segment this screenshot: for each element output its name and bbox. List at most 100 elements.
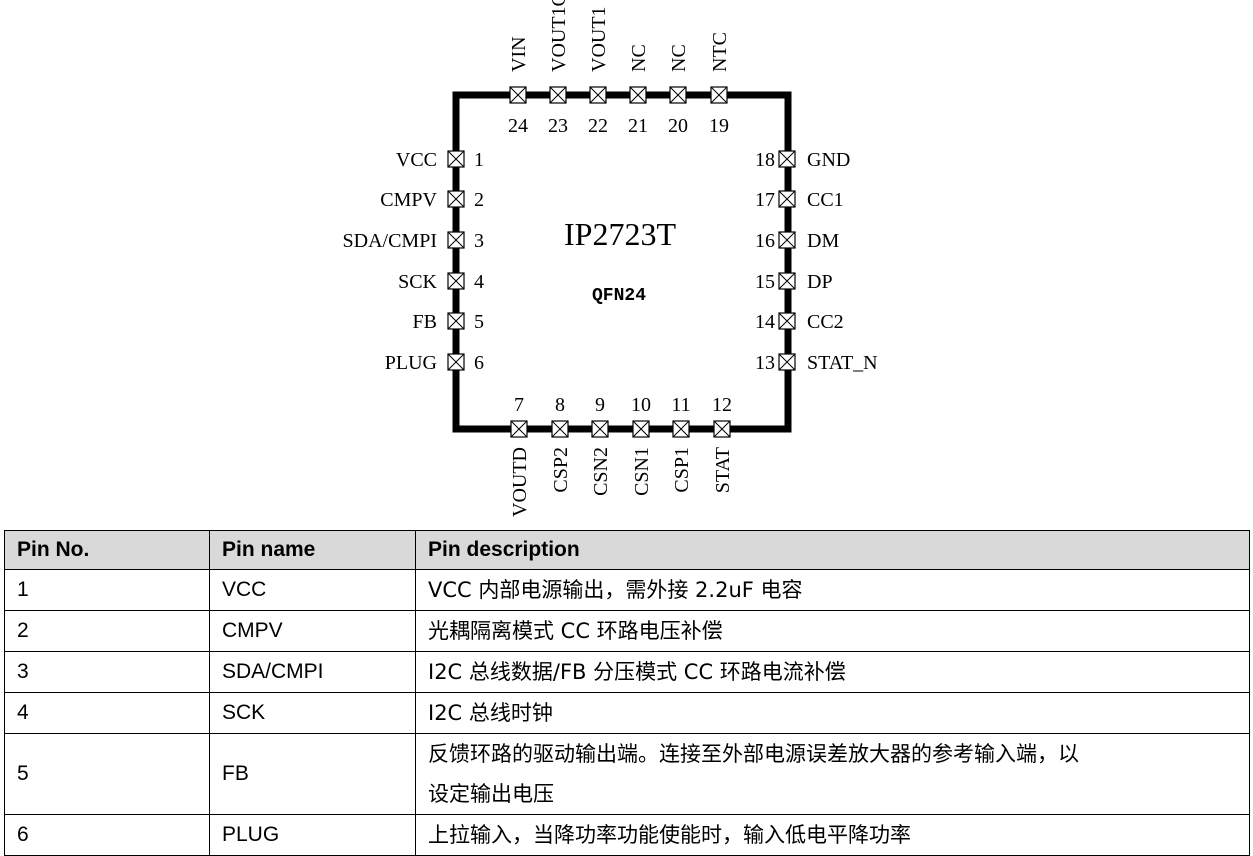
pin-name-label: STAT bbox=[712, 447, 734, 493]
pin-pad-cross bbox=[510, 420, 528, 438]
pin-pad-cross bbox=[629, 86, 647, 104]
pin-pad-cross bbox=[778, 272, 796, 290]
pin-pad-cross bbox=[778, 150, 796, 168]
pin-pad-cross bbox=[672, 420, 690, 438]
pin-name-label: CSP1 bbox=[671, 447, 693, 493]
table-row: 5 FB 反馈环路的驱动输出端。连接至外部电源误差放大器的参考输入端，以设定输出… bbox=[4, 733, 1250, 815]
pin-name-label: CSN2 bbox=[590, 447, 612, 496]
package-type: QFN24 bbox=[592, 286, 646, 306]
pin-name-label: NC bbox=[668, 44, 690, 72]
header-pin-no: Pin No. bbox=[4, 530, 210, 570]
pin-number-label: 12 bbox=[712, 394, 732, 416]
pin-number-label: 23 bbox=[548, 115, 568, 137]
pin-name-label: CSN1 bbox=[631, 447, 653, 496]
pin-name-label: CC1 bbox=[807, 189, 844, 211]
pin-number-label: 18 bbox=[755, 149, 775, 171]
pin-pad-cross bbox=[447, 312, 465, 330]
pin-name-label: CMPV bbox=[380, 189, 437, 211]
pin-name-label: VOUT1G bbox=[548, 0, 570, 72]
pin-number-label: 21 bbox=[628, 115, 648, 137]
pin-name-label: VIN bbox=[508, 36, 530, 72]
pin-number-label: 17 bbox=[755, 189, 775, 211]
pin-name-label: SCK bbox=[398, 271, 437, 293]
pin-name-cell: CMPV bbox=[209, 610, 416, 652]
pin-description-cell: VCC 内部电源输出，需外接 2.2uF 电容 bbox=[415, 569, 1250, 611]
pin-number-label: 2 bbox=[474, 189, 484, 211]
pin-name-label: NTC bbox=[709, 32, 731, 72]
pin-number-label: 3 bbox=[474, 230, 484, 252]
pin-number-label: 7 bbox=[514, 394, 524, 416]
pin-pad-cross bbox=[447, 353, 465, 371]
pin-name-label: VOUT1 bbox=[588, 6, 610, 72]
pin-description-cell: 上拉输入，当降功率功能使能时，输入低电平降功率 bbox=[415, 814, 1250, 856]
pin-name-label: GND bbox=[807, 149, 850, 171]
pin-name-cell: PLUG bbox=[209, 814, 416, 856]
pin-no-cell: 4 bbox=[4, 692, 210, 734]
pin-number-label: 6 bbox=[474, 352, 484, 374]
pin-name-cell: FB bbox=[209, 733, 416, 815]
header-pin-description: Pin description bbox=[415, 530, 1250, 570]
pin-name-label: PLUG bbox=[385, 352, 437, 374]
pin-pad-cross bbox=[632, 420, 650, 438]
pin-pad-cross bbox=[778, 231, 796, 249]
pinout-diagram: IP2723T QFN24 24VIN23VOUT1G22VOUT121NC20… bbox=[343, 0, 878, 517]
pin-name-label: VOUTD bbox=[509, 447, 531, 517]
table-row: 3 SDA/CMPI I2C 总线数据/FB 分压模式 CC 环路电流补偿 bbox=[4, 651, 1250, 693]
pin-pad-cross bbox=[447, 272, 465, 290]
pin-description-cell: I2C 总线时钟 bbox=[415, 692, 1250, 734]
description-line: 反馈环路的驱动输出端。连接至外部电源误差放大器的参考输入端，以 bbox=[428, 742, 1079, 766]
pin-number-label: 5 bbox=[474, 311, 484, 333]
pin-name-label: STAT_N bbox=[807, 352, 878, 374]
table-row: 2 CMPV 光耦隔离模式 CC 环路电压补偿 bbox=[4, 610, 1250, 652]
table-row: 1 VCC VCC 内部电源输出，需外接 2.2uF 电容 bbox=[4, 569, 1250, 611]
pin-name-cell: VCC bbox=[209, 569, 416, 611]
pin-pad-cross bbox=[778, 312, 796, 330]
table-header-row: Pin No. Pin name Pin description bbox=[4, 530, 1250, 570]
pin-name-label: CC2 bbox=[807, 311, 844, 333]
pin-pad-cross bbox=[509, 86, 527, 104]
pin-description-cell: I2C 总线数据/FB 分压模式 CC 环路电流补偿 bbox=[415, 651, 1250, 693]
pin-number-label: 19 bbox=[709, 115, 729, 137]
header-pin-name: Pin name bbox=[209, 530, 416, 570]
table-row: 6 PLUG 上拉输入，当降功率功能使能时，输入低电平降功率 bbox=[4, 814, 1250, 856]
pin-pad-cross bbox=[778, 190, 796, 208]
pin-pad-cross bbox=[447, 150, 465, 168]
pin-name-label: CSP2 bbox=[550, 447, 572, 493]
description-line: 设定输出电压 bbox=[428, 782, 554, 806]
chip-body bbox=[452, 91, 792, 433]
pin-number-label: 4 bbox=[474, 271, 484, 293]
pin-name-cell: SDA/CMPI bbox=[209, 651, 416, 693]
pin-name-cell: SCK bbox=[209, 692, 416, 734]
pin-name-label: NC bbox=[628, 44, 650, 72]
pin-description-cell: 反馈环路的驱动输出端。连接至外部电源误差放大器的参考输入端，以设定输出电压 bbox=[415, 733, 1250, 815]
pin-name-label: DM bbox=[807, 230, 839, 252]
pin-no-cell: 2 bbox=[4, 610, 210, 652]
pin-no-cell: 1 bbox=[4, 569, 210, 611]
pins-layer: 24VIN23VOUT1G22VOUT121NC20NC19NTC7VOUTD8… bbox=[343, 0, 878, 517]
pin-number-label: 11 bbox=[671, 394, 690, 416]
pin-pad-cross bbox=[447, 231, 465, 249]
pin-pad-cross bbox=[713, 420, 731, 438]
pin-description-table: Pin No. Pin name Pin description 1 VCC V… bbox=[4, 530, 1250, 856]
pin-pad-cross bbox=[589, 86, 607, 104]
pin-number-label: 13 bbox=[755, 352, 775, 374]
pin-name-label: FB bbox=[413, 311, 437, 333]
pin-number-label: 8 bbox=[555, 394, 565, 416]
pin-number-label: 20 bbox=[668, 115, 688, 137]
pin-pad-cross bbox=[710, 86, 728, 104]
pin-name-label: VCC bbox=[396, 149, 437, 171]
pin-number-label: 22 bbox=[588, 115, 608, 137]
pin-number-label: 1 bbox=[474, 149, 484, 171]
pin-name-label: DP bbox=[807, 271, 833, 293]
pin-description-cell: 光耦隔离模式 CC 环路电压补偿 bbox=[415, 610, 1250, 652]
pin-no-cell: 3 bbox=[4, 651, 210, 693]
pin-number-label: 24 bbox=[508, 115, 528, 137]
pin-pad-cross bbox=[551, 420, 569, 438]
pin-pad-cross bbox=[591, 420, 609, 438]
pin-no-cell: 5 bbox=[4, 733, 210, 815]
pin-number-label: 10 bbox=[631, 394, 651, 416]
pin-number-label: 9 bbox=[595, 394, 605, 416]
pin-number-label: 14 bbox=[755, 311, 775, 333]
table-row: 4 SCK I2C 总线时钟 bbox=[4, 692, 1250, 734]
pin-pad-cross bbox=[447, 190, 465, 208]
